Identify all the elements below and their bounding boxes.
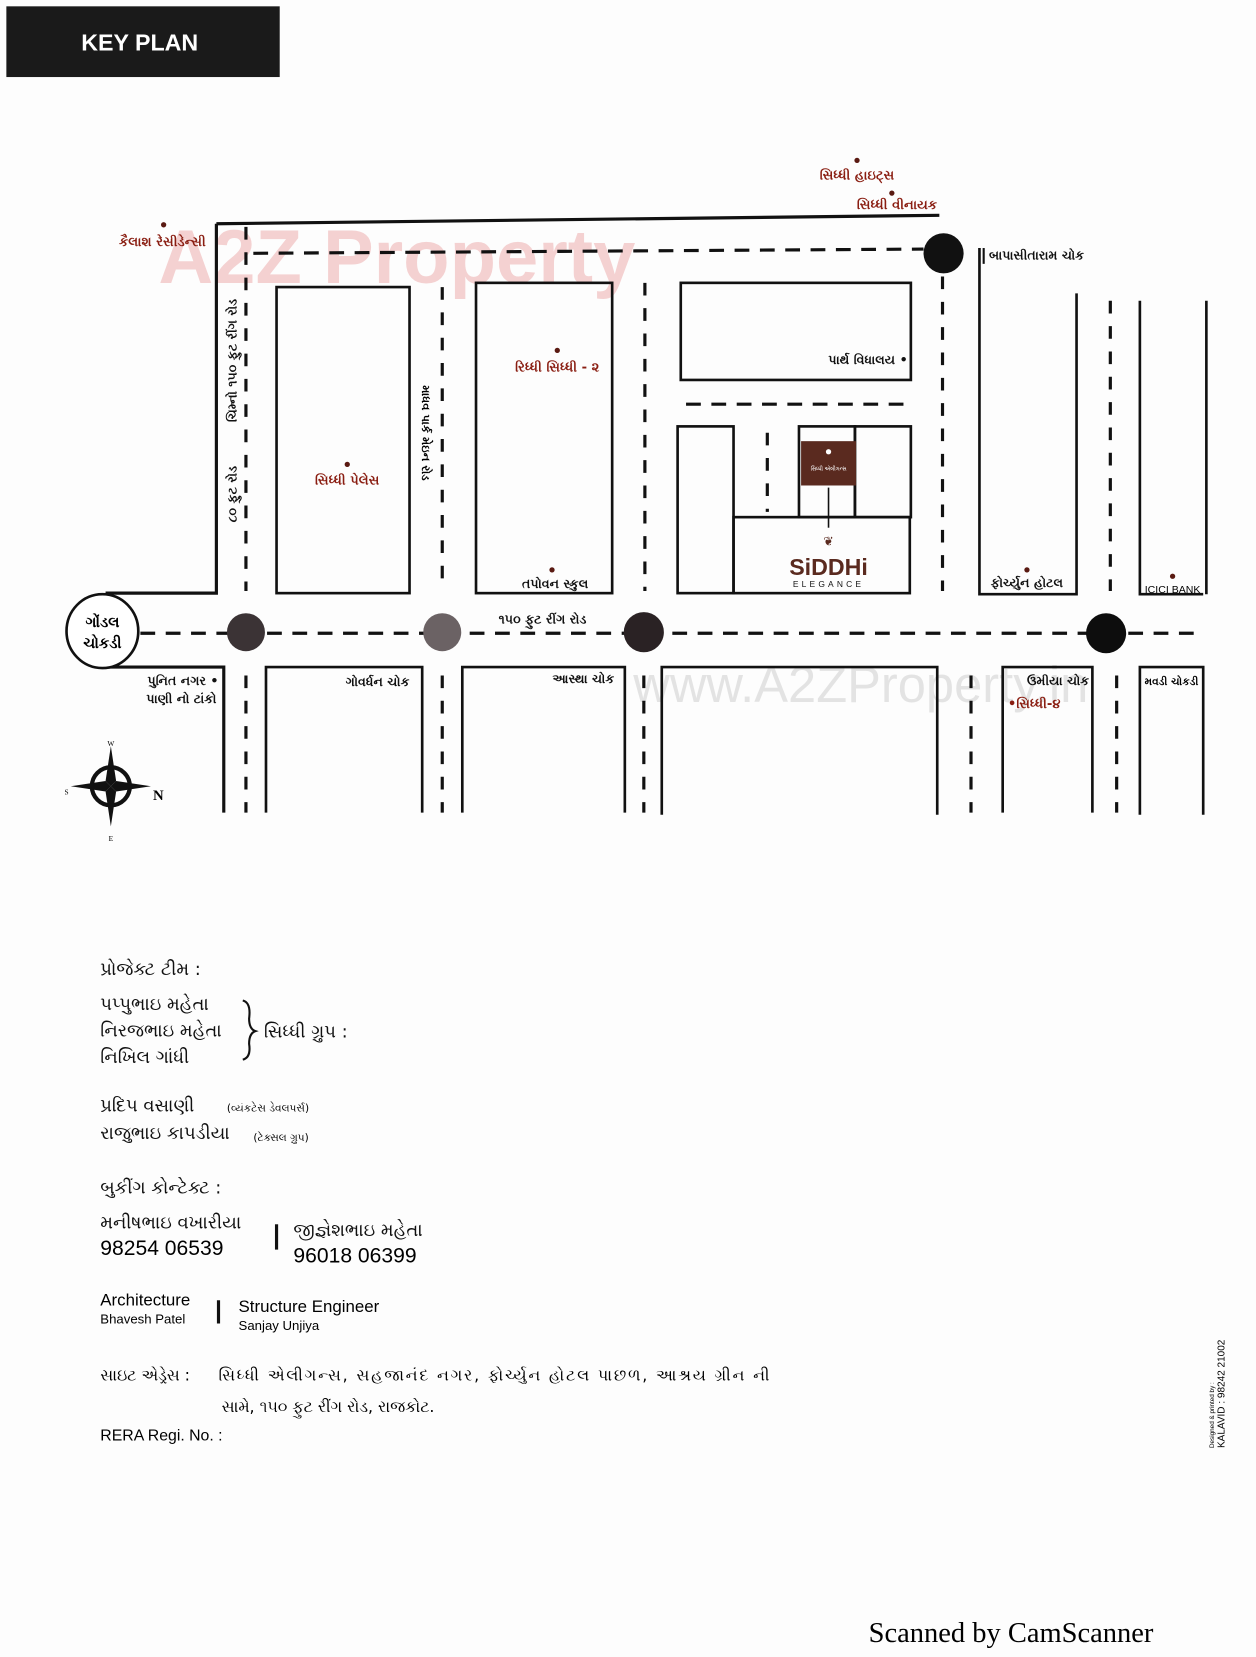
- printer-credit-line-1: Designed & printed by :: [1209, 1382, 1216, 1448]
- label-govardhan: ગોવર્ધન ચોક: [346, 673, 411, 689]
- label-water-tank: પાણી નો ટાંકો: [146, 690, 216, 706]
- architecture-label: Architecture: [100, 1291, 190, 1310]
- gondal-label-2: ચોકડી: [83, 633, 121, 652]
- team-member: નિખિલ ગાંધી: [100, 1047, 189, 1068]
- team-member: પપ્પુભાઇ મહેતા: [100, 994, 208, 1015]
- architect-name: Bhavesh Patel: [100, 1311, 185, 1326]
- gondal-chokdi-circle: [65, 592, 140, 670]
- label-80ft-road: ૮૦ ફુટ રોડ: [223, 466, 242, 523]
- label-icici: ICICI BANK: [1145, 584, 1201, 596]
- contact-name: મનીષભાઇ વખારીયા: [100, 1213, 241, 1234]
- road-network: [105, 213, 1204, 813]
- engineer-name: Sanjay Unjiya: [239, 1318, 320, 1333]
- project-dot: [825, 449, 832, 455]
- camscanner-watermark: Scanned by CamScanner: [869, 1618, 1154, 1649]
- booking-heading: બુકીંગ કોન્ટેક્ટ :: [100, 1177, 221, 1198]
- contact-phone[interactable]: 96018 06399: [293, 1244, 416, 1267]
- page-title: KEY PLAN: [81, 30, 198, 56]
- contact-phone[interactable]: 98254 06539: [100, 1237, 223, 1260]
- contact-name: જીજ્ઞેશભાઇ મહેતા: [293, 1220, 422, 1241]
- landmark-dots: [160, 157, 1176, 579]
- label-astha: આસ્થા ચોક: [552, 670, 615, 686]
- label-kailash: કૈલાશ રેસીડેન્સી: [119, 233, 206, 250]
- logo-leaf-icon: ❦: [823, 535, 834, 549]
- rera-number: RERA Regi. No. :: [100, 1428, 222, 1445]
- label-punit: પુનિત નગર •: [147, 672, 218, 689]
- label-ring-road: ૧૫૦ ફુટ રીંગ રોડ: [499, 611, 587, 630]
- label-west-road: ચિમ્નો ૧૫૦ ફુટ રીંગ રોડ: [223, 299, 242, 422]
- compass-s: S: [64, 788, 68, 797]
- group-name: સિધ્ધી ગ્રુપ :: [264, 1021, 348, 1042]
- siddhi-logo-tagline: ELEGANCE: [793, 579, 864, 589]
- compass-e: E: [109, 834, 114, 843]
- compass-w: W: [107, 739, 114, 748]
- junction-4: [1086, 613, 1127, 654]
- project-location-marker[interactable]: [801, 441, 856, 486]
- brace: [242, 999, 259, 1061]
- label-parth: પાર્થ વિધાલય •: [828, 351, 907, 367]
- label-siddhi-heights: સિધ્ધી હાઇટ્સ: [820, 166, 895, 184]
- label-madhav-road: માધવ પાર્ક મેઇન રોડ: [419, 385, 434, 481]
- partner-name: પ્રદિપ વસાણી: [100, 1095, 194, 1116]
- partner-org: (ટેક્સલ ગ્રુપ): [253, 1131, 308, 1144]
- structure-label: Structure Engineer: [239, 1297, 380, 1316]
- compass-n: N: [153, 788, 164, 804]
- junction-2: [423, 613, 462, 652]
- label-bapasitaram: બાપાસીતારામ ચોક: [989, 247, 1085, 263]
- team-heading: પ્રોજેક્ટ ટીમ :: [100, 959, 201, 980]
- gondal-label-1: ગોંડલ: [86, 612, 121, 631]
- label-siddhi-4: •સિધ્ધી-૪: [1008, 695, 1061, 712]
- watermark-url: www.A2ZProperty.in: [632, 656, 1088, 713]
- address-line-2: સામે, ૧૫૦ ફુટ રીંગ રોડ, રાજકોટ.: [222, 1397, 435, 1419]
- team-member: નિરજભાઇ મહેતા: [100, 1020, 221, 1041]
- compass-rose-icon: W E S N: [64, 739, 164, 843]
- label-tapovan: તપોવન સ્કુલ: [522, 575, 589, 592]
- address-label: સાઇટ એડ્રેસ :: [100, 1365, 190, 1385]
- siddhi-logo: SiDDHi: [789, 554, 868, 580]
- junction-1: [226, 613, 265, 652]
- partner-name: રાજુભાઇ કાપડીયા: [100, 1123, 229, 1144]
- address-line-1: સિધ્ધી એલીગન્સ, સહજાનંદ નગર, ફોર્ચ્યુન હ…: [218, 1365, 769, 1384]
- label-riddhi-siddhi: રિધ્ધી સિધ્ધી - ૨: [515, 359, 600, 376]
- project-marker-label: સિધ્ધી એલીગન્સ: [811, 466, 847, 473]
- printer-credit-line-2: KALAVID : 98242 21002: [1216, 1339, 1227, 1448]
- label-siddhi-palace: સિધ્ધી પેલેસ: [315, 471, 380, 488]
- label-umiya: ઉમીયા ચોક: [1027, 672, 1090, 688]
- label-siddhi-vinayak: સિધ્ધી વીનાયક: [857, 196, 938, 213]
- partner-org: (વ્યંકટેસ ડેવલપર્સ): [227, 1101, 309, 1114]
- junction-3: [623, 612, 664, 653]
- label-mavdi: મવડી ચોકડી: [1145, 674, 1199, 688]
- label-fortune: ફોર્ચ્યુન હોટલ: [991, 574, 1064, 591]
- watermark-brand: A2Z Property: [158, 215, 635, 300]
- header-bar: [6, 6, 280, 78]
- city-blocks: [264, 248, 1208, 815]
- junction-bapasitaram: [923, 233, 964, 274]
